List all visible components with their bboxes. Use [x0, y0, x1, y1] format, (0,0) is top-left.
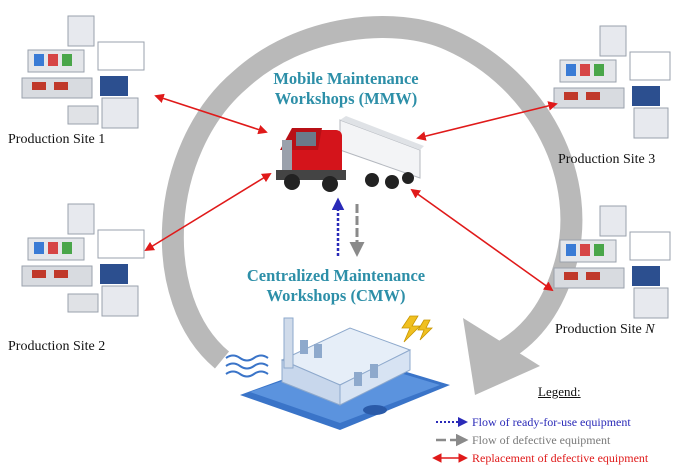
site-label-3: Production Site 3 [558, 152, 656, 167]
legend-replacement-label: Replacement of defective equipment [472, 451, 649, 465]
mmw-title: Mobile Maintenance Workshops (MMW) [246, 69, 446, 109]
cmw-title-line2: Workshops (CMW) [266, 286, 406, 305]
wave-icon [225, 354, 269, 378]
legend-defective-label: Flow of defective equipment [472, 433, 611, 447]
site-label-1: Production Site 1 [8, 132, 106, 147]
cmw-title-line1: Centralized Maintenance [246, 266, 426, 285]
mmw-title-line2: Workshops (MMW) [274, 89, 418, 108]
replacement-arrow-site1 [154, 93, 268, 135]
site-label-n: Production Site N [555, 322, 655, 338]
production-site-3-icon [553, 25, 671, 139]
production-site-n-icon [553, 205, 671, 319]
site-label-n-var: N [645, 322, 655, 337]
truck-icon [276, 116, 424, 192]
production-site-1-icon [21, 15, 145, 129]
legend-title: Legend: [538, 384, 581, 399]
site-label-n-prefix: Production Site [555, 322, 646, 337]
factory-icon [240, 317, 450, 430]
replacement-arrow-site3 [416, 101, 558, 141]
cmw-title: Centralized Maintenance Workshops (CMW) [226, 266, 446, 306]
site-label-2: Production Site 2 [8, 339, 106, 354]
replacement-arrow-siteN [410, 188, 554, 292]
lightning-icon [401, 315, 433, 343]
replacement-arrows [144, 93, 558, 292]
mmw-title-line1: Mobile Maintenance [273, 69, 419, 88]
legend-ready-label: Flow of ready-for-use equipment [472, 415, 631, 429]
production-site-2-icon [21, 203, 145, 317]
replacement-arrow-site2 [144, 172, 272, 252]
